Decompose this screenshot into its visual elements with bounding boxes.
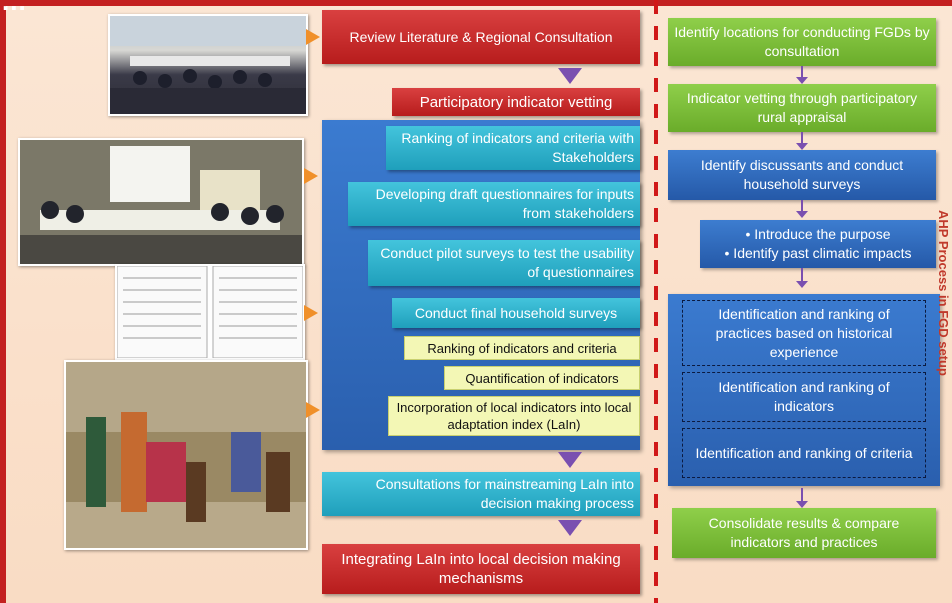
purpose-impacts-box: • Introduce the purpose • Identify past … — [700, 220, 936, 268]
sub-incorporation-box: Incorporation of local indicators into l… — [388, 396, 640, 436]
mainstreaming-box: Consultations for mainstreaming LaIn int… — [322, 472, 640, 516]
sub-ranking-box: Ranking of indicators and criteria — [404, 336, 640, 360]
draft-questionnaires-box: Developing draft questionnaires for inpu… — [348, 182, 640, 226]
ranking-stakeholders-box: Ranking of indicators and criteria with … — [386, 126, 640, 170]
purple-arrow-1 — [558, 68, 582, 84]
practices-ranking-box: Identification and ranking of practices … — [682, 300, 926, 366]
right-arrow-4 — [796, 268, 808, 288]
right-arrow-2 — [796, 132, 808, 150]
discussants-box: Identify discussants and conduct househo… — [668, 150, 936, 200]
criteria-ranking-box: Identification and ranking of criteria — [682, 428, 926, 478]
vetting-pra-box: Indicator vetting through participatory … — [668, 84, 936, 132]
purple-arrow-2 — [558, 452, 582, 468]
participatory-vetting-box: Participatory indicator vetting — [392, 88, 640, 116]
right-arrow-5 — [796, 488, 808, 508]
right-arrow-3 — [796, 200, 808, 218]
integrating-box: Integrating LaIn into local decision mak… — [322, 544, 640, 594]
ranking-container — [668, 294, 940, 486]
questionnaire-document-icon — [117, 266, 303, 358]
identify-locations-box: Identify locations for conducting FGDs b… — [668, 18, 936, 66]
photo-questionnaire — [115, 264, 305, 360]
title-fragment: ... — [2, 0, 27, 16]
photo-household-survey — [64, 360, 308, 550]
orange-arrow-1 — [306, 29, 320, 45]
orange-arrow-2 — [304, 168, 318, 184]
sub-quantification-box: Quantification of indicators — [444, 366, 640, 390]
review-literature-box: Review Literature & Regional Consultatio… — [322, 10, 640, 64]
right-arrow-1 — [796, 66, 808, 84]
pilot-surveys-box: Conduct pilot surveys to test the usabil… — [368, 240, 640, 286]
household-survey-scene-icon — [66, 362, 306, 548]
photo-meeting-room — [108, 14, 308, 116]
consultation-scene-icon — [20, 140, 302, 264]
dashed-divider — [654, 0, 658, 603]
ahp-process-label: AHP Process in FGD setup — [936, 210, 951, 376]
purple-arrow-3 — [558, 520, 582, 536]
indicators-ranking-box: Identification and ranking of indicators — [682, 372, 926, 422]
consolidate-box: Consolidate results & compare indicators… — [672, 508, 936, 558]
final-surveys-box: Conduct final household surveys — [392, 298, 640, 328]
orange-arrow-4 — [306, 402, 320, 418]
meeting-scene-icon — [110, 16, 306, 114]
bullet-past-impacts: • Identify past climatic impacts — [724, 245, 912, 261]
orange-arrow-3 — [304, 305, 318, 321]
bullet-introduce-purpose: • Introduce the purpose — [745, 226, 891, 242]
photo-consultation — [18, 138, 304, 266]
